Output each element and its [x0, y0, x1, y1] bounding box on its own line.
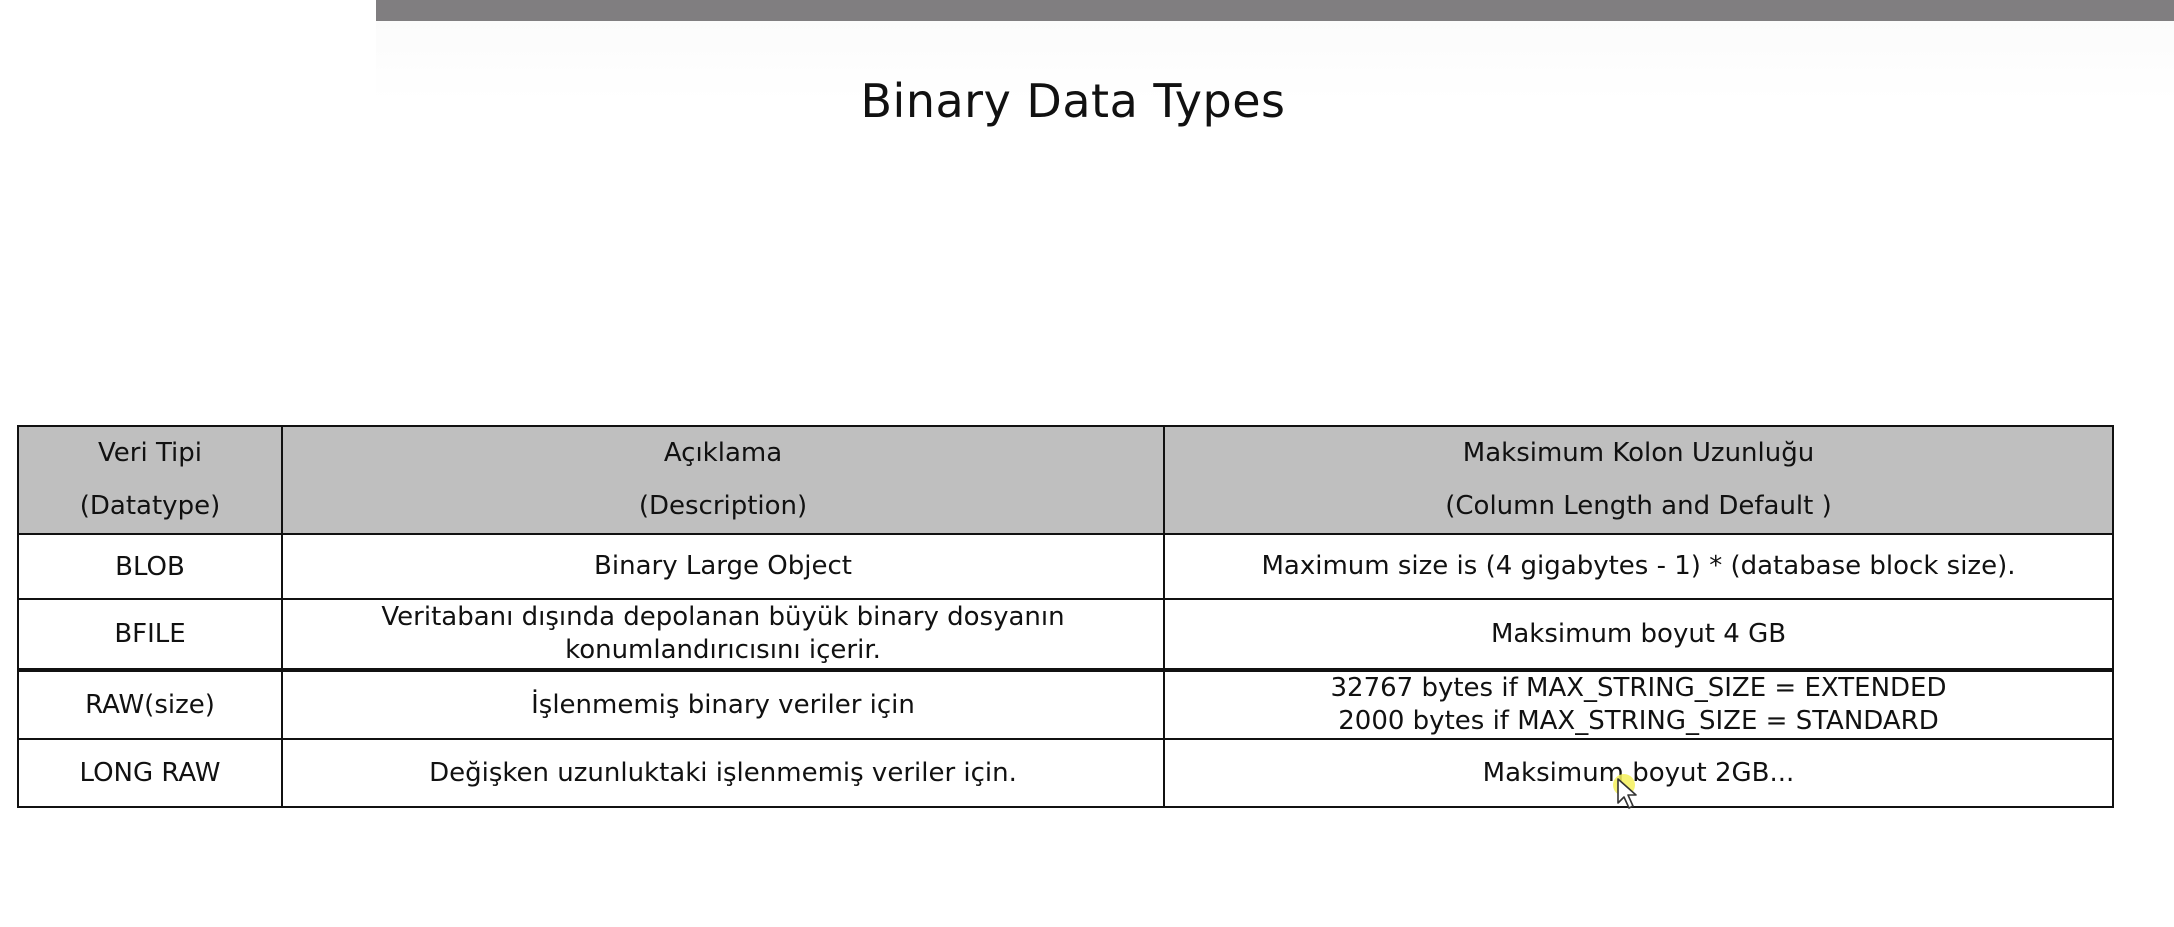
binary-types-table: Veri Tipi (Datatype) Açıklama (Descripti…	[17, 425, 2114, 808]
cell-datatype: LONG RAW	[17, 738, 283, 808]
cell-description: İşlenmemiş binary veriler için	[281, 668, 1165, 740]
pointer-arrow-icon	[1613, 774, 1637, 809]
header-description-en: (Description)	[638, 491, 808, 521]
table-row: BFILE Veritabanı dışında depolanan büyük…	[17, 598, 2114, 671]
header-description-tr: Açıklama	[663, 438, 783, 468]
header-max-length: Maksimum Kolon Uzunluğu (Column Length a…	[1163, 425, 2114, 535]
table-row: BLOB Binary Large Object Maximum size is…	[17, 533, 2114, 600]
header-max-length-en: (Column Length and Default )	[1445, 491, 1832, 521]
cell-max-length: Maximum size is (4 gigabytes - 1) * (dat…	[1163, 533, 2114, 600]
cell-text: Binary Large Object	[594, 551, 852, 581]
cell-description: Veritabanı dışında depolanan büyük binar…	[281, 598, 1165, 671]
table-row: RAW(size) İşlenmemiş binary veriler için…	[17, 668, 2114, 740]
page-title: Binary Data Types	[860, 74, 1286, 128]
cell-text: İşlenmemiş binary veriler için	[531, 689, 915, 720]
cell-text: 32767 bytes if MAX_STRING_SIZE = EXTENDE…	[1330, 673, 1947, 703]
header-datatype-tr: Veri Tipi	[98, 438, 202, 468]
cell-datatype: BLOB	[17, 533, 283, 600]
top-bar	[376, 0, 2174, 21]
cell-text: 2000 bytes if MAX_STRING_SIZE = STANDARD	[1338, 706, 1939, 736]
table-header-row: Veri Tipi (Datatype) Açıklama (Descripti…	[17, 425, 2114, 535]
cell-text: Maksimum boyut 2GB...	[1482, 757, 1795, 788]
cell-text: Maksimum boyut 4 GB	[1490, 618, 1787, 649]
cell-text: Veritabanı dışında depolanan büyük binar…	[381, 602, 1065, 632]
cell-text: Değişken uzunluktaki işlenmemiş veriler …	[429, 757, 1017, 788]
cell-max-length: Maksimum boyut 4 GB	[1163, 598, 2114, 671]
cell-max-length: Maksimum boyut 2GB...	[1163, 738, 2114, 808]
cell-description: Binary Large Object	[281, 533, 1165, 600]
header-max-length-tr: Maksimum Kolon Uzunluğu	[1462, 438, 1815, 468]
table-row: LONG RAW Değişken uzunluktaki işlenmemiş…	[17, 738, 2114, 808]
cell-text: konumlandırıcısını içerir.	[565, 635, 881, 665]
header-datatype: Veri Tipi (Datatype)	[17, 425, 283, 535]
top-shade	[376, 21, 2174, 101]
header-description: Açıklama (Description)	[281, 425, 1165, 535]
cell-text: Maximum size is (4 gigabytes - 1) * (dat…	[1261, 551, 2016, 581]
cell-max-length: 32767 bytes if MAX_STRING_SIZE = EXTENDE…	[1163, 668, 2114, 740]
cell-description: Değişken uzunluktaki işlenmemiş veriler …	[281, 738, 1165, 808]
cell-datatype: BFILE	[17, 598, 283, 671]
header-datatype-en: (Datatype)	[79, 491, 221, 521]
cell-datatype: RAW(size)	[17, 668, 283, 740]
